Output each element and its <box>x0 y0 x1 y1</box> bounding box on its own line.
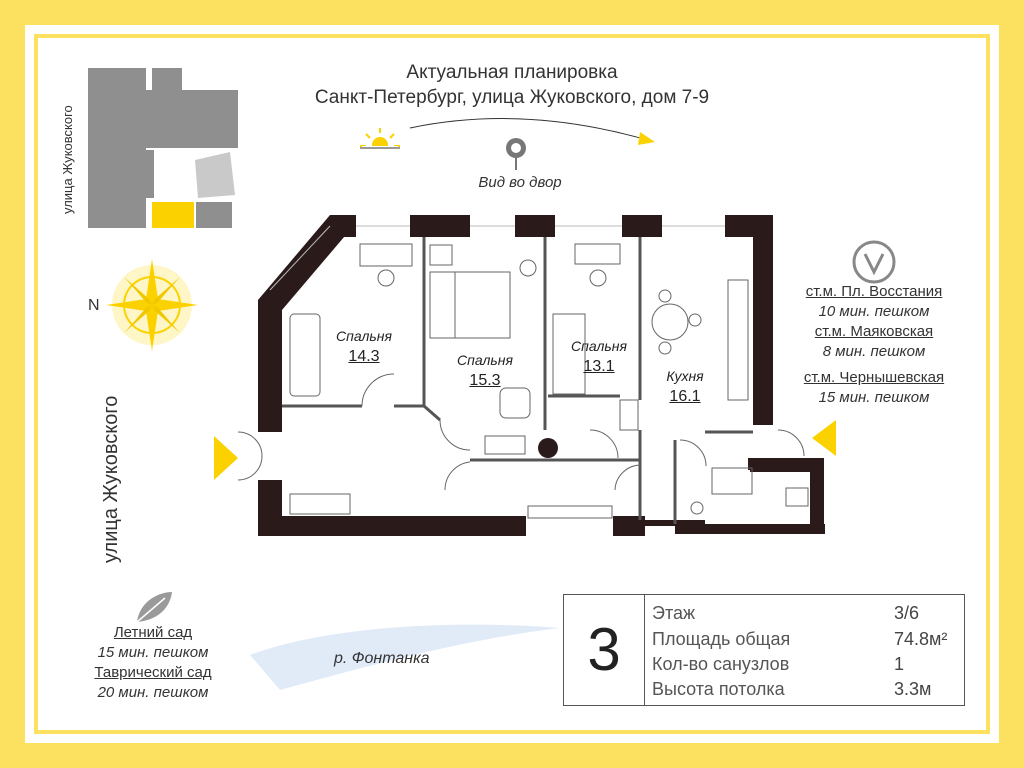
river-shape <box>250 624 560 690</box>
room-name: Кухня <box>666 368 704 384</box>
room-area: 15.3 <box>469 372 501 389</box>
info-value: 74.8м² <box>894 629 948 649</box>
info-value: 3.3м <box>894 679 932 699</box>
info-value: 3/6 <box>894 603 920 623</box>
metro-station[interactable]: ст.м. Пл. Восстания <box>805 283 943 300</box>
compass-north-label: N <box>88 297 100 314</box>
metro-time: 10 мин. пешком <box>818 303 930 320</box>
site-plan <box>88 68 238 228</box>
room-name: Спальня <box>571 338 627 354</box>
view-pin-icon <box>506 138 526 170</box>
park-time: 15 мин. пешком <box>97 644 209 661</box>
metro-station[interactable]: ст.м. Чернышевская <box>803 369 945 386</box>
info-label: Кол-во санузлов <box>652 654 790 674</box>
park-time: 20 мин. пешком <box>97 684 209 701</box>
header-address: Санкт-Петербург, улица Жуковского, дом 7… <box>314 87 710 108</box>
room-name: Спальня <box>457 352 513 368</box>
info-value: 1 <box>894 654 905 674</box>
header-title: Актуальная планировка <box>406 62 618 83</box>
metro-station[interactable]: ст.м. Маяковская <box>814 323 934 340</box>
park-name[interactable]: Летний сад <box>113 624 193 641</box>
room-area: 16.1 <box>669 388 701 405</box>
compass-icon <box>106 259 198 351</box>
entrance-arrow-left <box>214 436 238 480</box>
inner-border <box>34 34 990 734</box>
apartment-highlight <box>152 202 194 228</box>
info-box: 3 Этаж 3/6 Площадь общая 74.8м² Кол-во с… <box>563 594 965 706</box>
floor-plan <box>237 215 825 536</box>
room-name: Спальня <box>336 328 392 344</box>
room-area: 13.1 <box>583 358 615 375</box>
sun-path <box>360 118 655 156</box>
info-label: Площадь общая <box>652 629 791 649</box>
street-label-big: улица Жуковского <box>100 395 122 563</box>
info-label: Высота потолка <box>652 679 785 699</box>
room-area: 14.3 <box>348 348 380 365</box>
metro-list: ст.м. Пл. Восстания 10 мин. пешком ст.м.… <box>778 282 970 408</box>
metro-time: 15 мин. пешком <box>818 389 930 406</box>
view-label: Вид во двор <box>478 174 562 191</box>
leaf-icon <box>136 592 172 623</box>
metro-logo-icon <box>852 240 896 284</box>
apartment-number: 3 <box>564 595 645 705</box>
park-name[interactable]: Таврический сад <box>94 664 212 681</box>
entrance-arrow-right <box>812 420 836 456</box>
street-label-small: улица Жуковского <box>60 105 75 214</box>
info-label: Этаж <box>652 603 696 623</box>
river-label: р. Фонтанка <box>334 650 430 667</box>
parks-list: Летний сад 15 мин. пешком Таврический са… <box>68 623 238 703</box>
metro-time: 8 мин. пешком <box>822 343 926 360</box>
